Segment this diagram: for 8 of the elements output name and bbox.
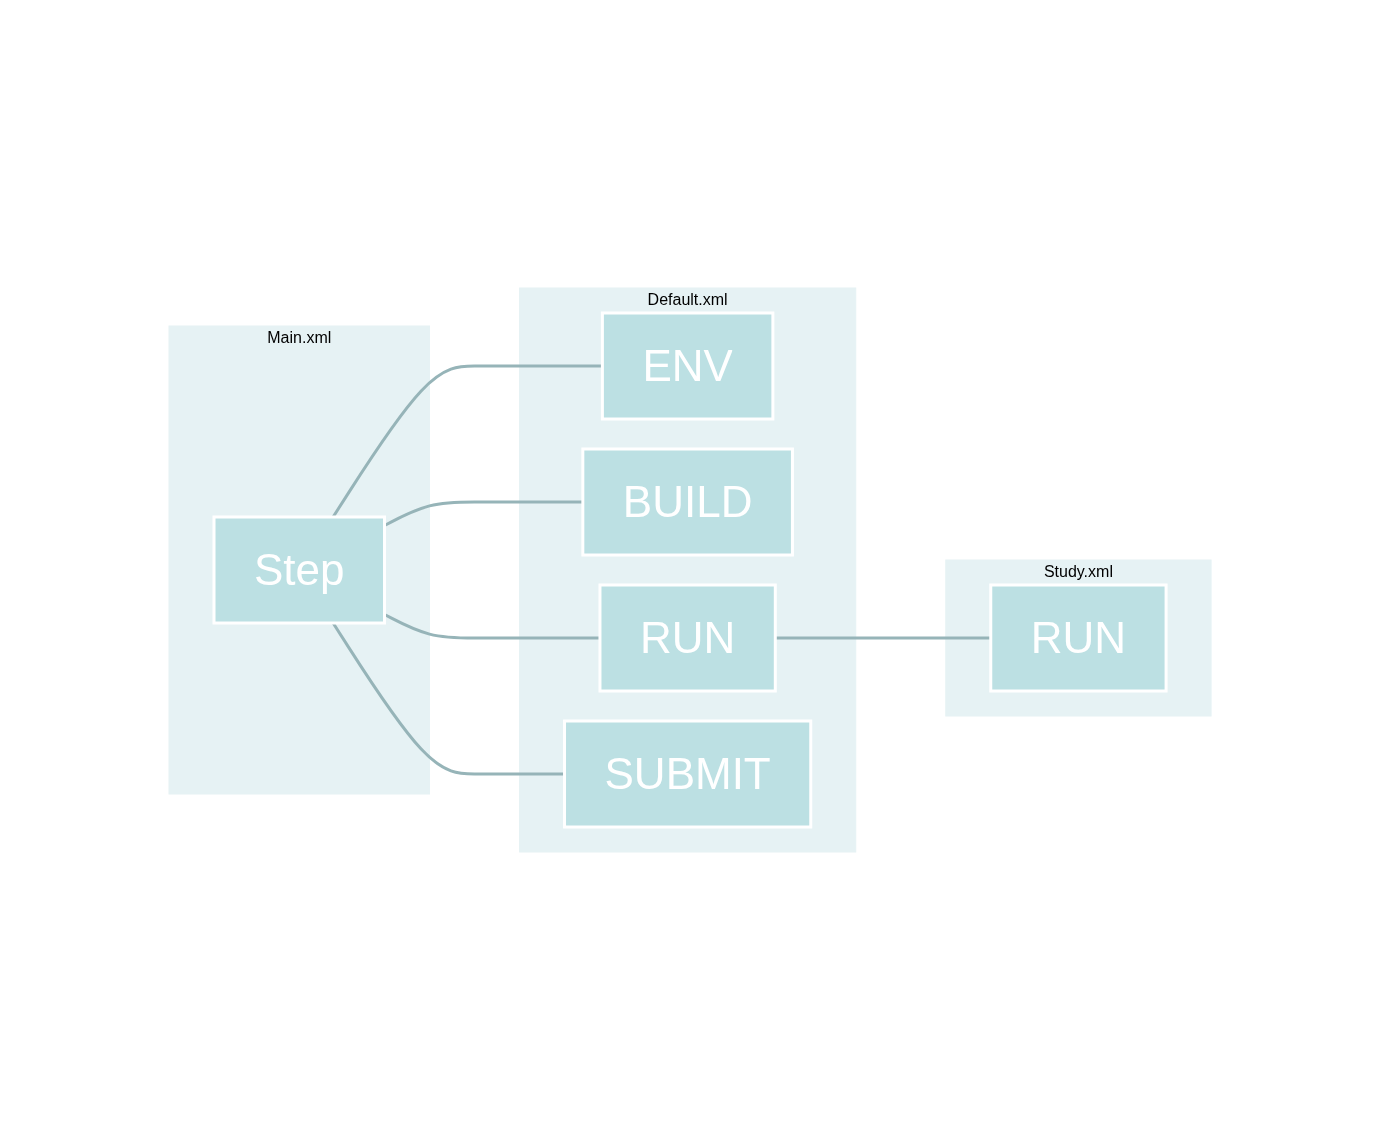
node-box: ENV (600, 311, 775, 421)
node-box: BUILD (581, 447, 794, 557)
node-box: Step (212, 515, 386, 625)
connector (331, 364, 603, 518)
connector (775, 636, 991, 640)
node-box: RUN (989, 583, 1168, 693)
node-box: SUBMIT (562, 719, 813, 829)
node-box: RUN (598, 583, 777, 693)
